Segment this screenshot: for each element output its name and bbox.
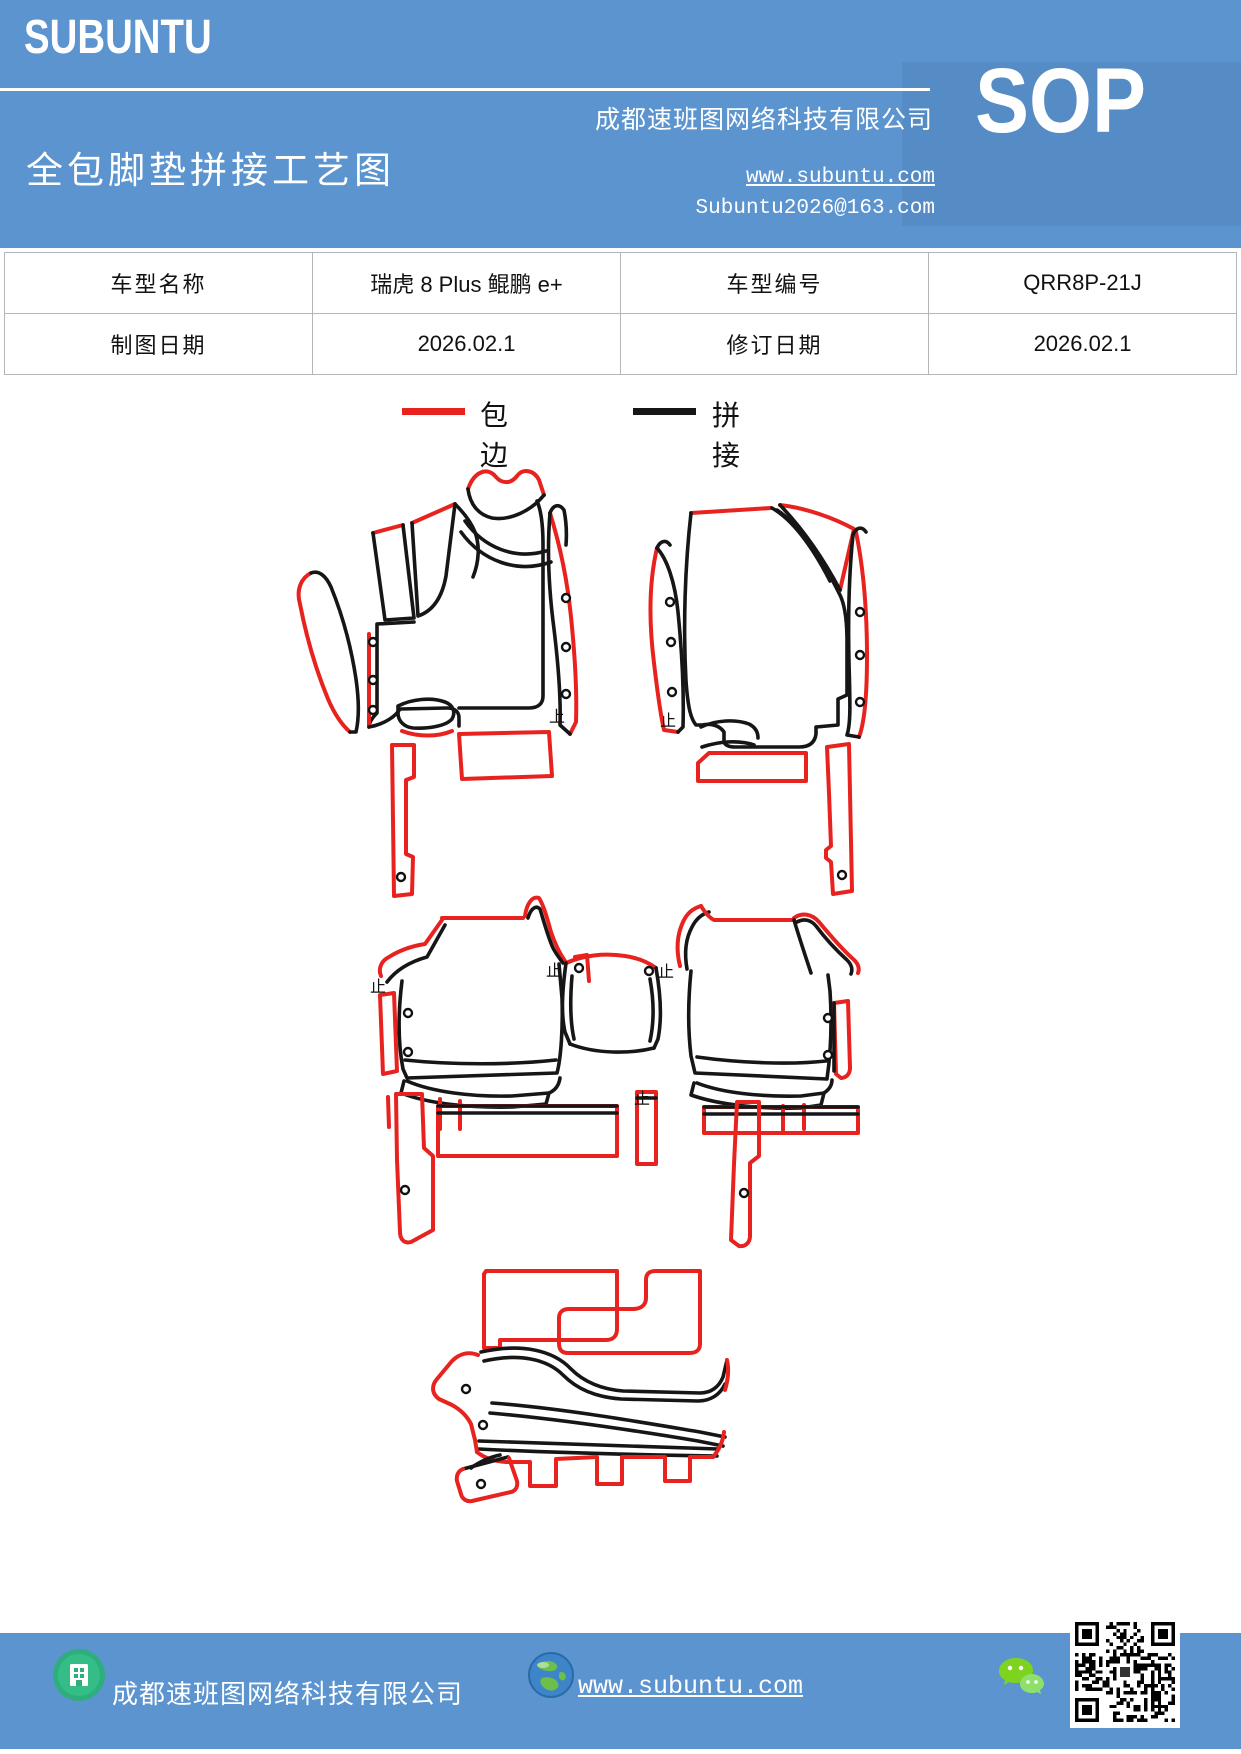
connector-strips bbox=[394, 1090, 860, 1249]
splice-label: 拼接 bbox=[712, 401, 743, 472]
revise-date-value: 2026.02.1 bbox=[928, 313, 1237, 375]
mark-stop: 止 bbox=[658, 963, 674, 981]
mark-up: 上 bbox=[549, 708, 565, 726]
rear-right-mat bbox=[675, 904, 861, 1132]
globe-icon bbox=[528, 1652, 574, 1698]
header-divider bbox=[0, 88, 930, 91]
model-code-label: 车型编号 bbox=[620, 252, 929, 314]
mark-stop: 止 bbox=[660, 712, 676, 730]
header-email: Subuntu2026@163.com bbox=[695, 197, 935, 220]
orientation-marks: 上 止 止 止 止 止 bbox=[370, 708, 676, 1108]
model-name-label: 车型名称 bbox=[4, 252, 313, 314]
header-website-link[interactable]: www.subuntu.com bbox=[745, 166, 935, 189]
front-left-mat bbox=[296, 469, 579, 898]
front-right-mat bbox=[648, 503, 869, 896]
draw-date-label: 制图日期 bbox=[4, 313, 313, 375]
header-company-name: 成都速班图网络科技有限公司 bbox=[594, 107, 933, 134]
stitch-dots bbox=[367, 592, 866, 1490]
binding-line-swatch bbox=[402, 408, 465, 415]
center-tunnel-piece bbox=[560, 952, 663, 1054]
vehicle-info-table: 车型名称 瑞虎 8 Plus 鲲鹏 e+ 车型编号 QRR8P-21J 制图日期… bbox=[4, 252, 1237, 375]
page-title: 全包脚垫拼接工艺图 bbox=[26, 151, 395, 192]
rear-left-mat bbox=[377, 895, 567, 1131]
brand-logo: SUBUNTU bbox=[24, 11, 212, 64]
model-name-value: 瑞虎 8 Plus 鲲鹏 e+ bbox=[312, 252, 621, 314]
mark-stop: 止 bbox=[370, 978, 386, 996]
sop-panel bbox=[902, 62, 1241, 226]
footer-website-link[interactable]: www.subuntu.com bbox=[578, 1672, 804, 1701]
splice-line-swatch bbox=[633, 408, 696, 415]
revise-date-label: 修订日期 bbox=[620, 313, 929, 375]
building-icon bbox=[53, 1649, 105, 1701]
mark-stop: 止 bbox=[546, 962, 562, 980]
header: SUBUNTU 全包脚垫拼接工艺图 成都速班图网络科技有限公司 www.subu… bbox=[0, 0, 1241, 248]
model-code-value: QRR8P-21J bbox=[928, 252, 1237, 314]
trunk-mat bbox=[431, 1269, 731, 1504]
table-row: 制图日期 2026.02.1 修订日期 2026.02.1 bbox=[4, 313, 1237, 375]
footer-company-name: 成都速班图网络科技有限公司 bbox=[112, 1680, 464, 1709]
draw-date-value: 2026.02.1 bbox=[312, 313, 621, 375]
qr-code bbox=[1070, 1616, 1180, 1728]
sop-label: SOP bbox=[975, 50, 1146, 152]
binding-label: 包边 bbox=[480, 401, 511, 472]
table-row: 车型名称 瑞虎 8 Plus 鲲鹏 e+ 车型编号 QRR8P-21J bbox=[4, 252, 1237, 314]
wechat-icon bbox=[999, 1658, 1044, 1694]
mark-stop: 止 bbox=[634, 1090, 650, 1108]
